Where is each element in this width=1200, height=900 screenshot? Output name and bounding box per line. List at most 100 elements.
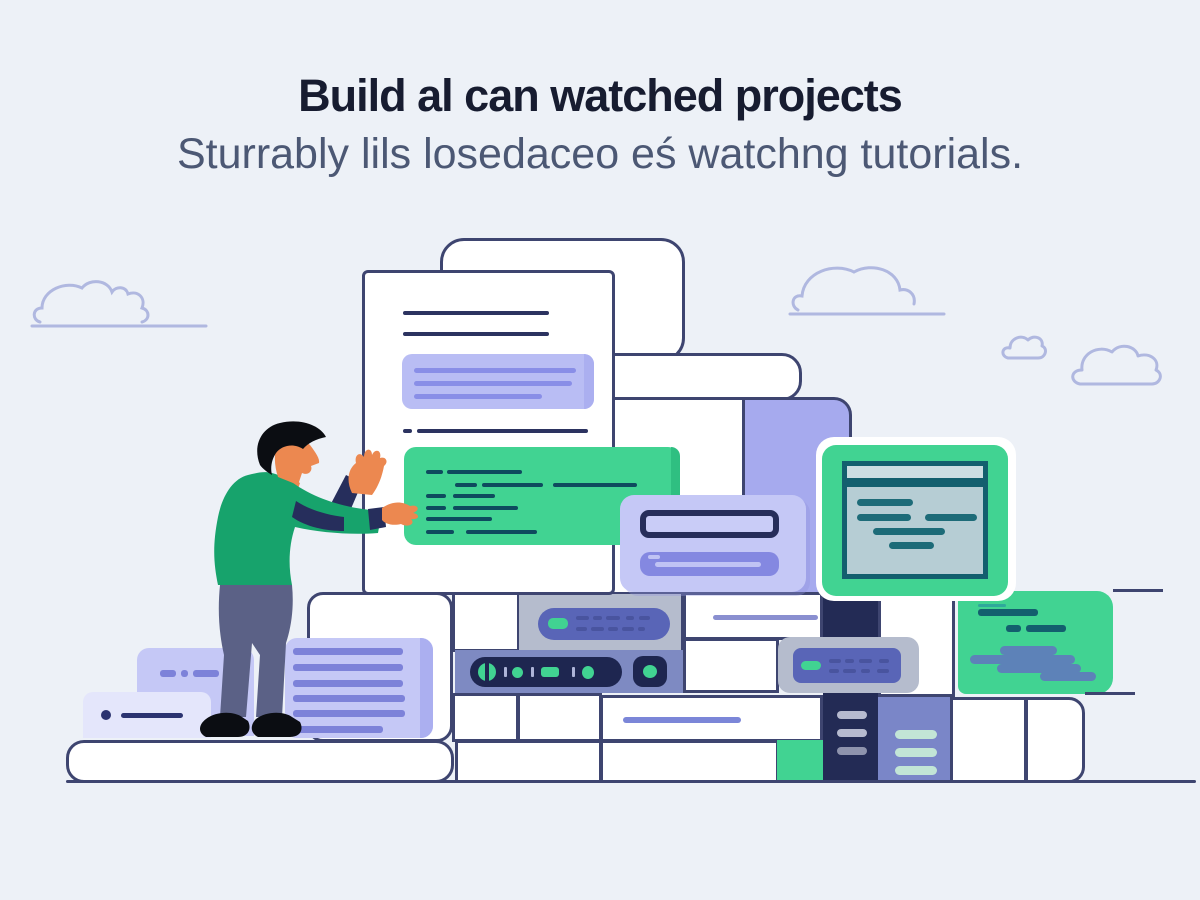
form-input bbox=[640, 510, 779, 538]
list-line bbox=[293, 695, 405, 702]
code-line bbox=[1006, 625, 1021, 632]
readout-mark bbox=[861, 669, 870, 673]
doc-dash bbox=[403, 429, 412, 433]
text-pill bbox=[997, 664, 1081, 673]
screen-line bbox=[889, 542, 934, 549]
dash-line bbox=[160, 670, 176, 677]
person-cuff bbox=[368, 507, 386, 530]
panel-screen bbox=[793, 648, 901, 683]
text-line bbox=[623, 717, 741, 723]
list-line bbox=[293, 664, 403, 671]
stack-cell bbox=[452, 592, 520, 652]
bar-highlight bbox=[648, 555, 660, 559]
stack-cell bbox=[1025, 697, 1085, 783]
dash-line bbox=[193, 670, 219, 677]
dash-line bbox=[181, 670, 188, 677]
cloud-far-right-icon bbox=[1071, 344, 1162, 386]
stack-cell bbox=[950, 697, 1027, 783]
text-pill bbox=[1000, 646, 1057, 655]
readout-mark bbox=[606, 616, 620, 620]
code-line bbox=[426, 517, 492, 521]
cloud-right-icon bbox=[788, 266, 946, 316]
code-dash bbox=[426, 530, 454, 534]
progress-pill bbox=[541, 667, 559, 677]
code-line bbox=[978, 609, 1038, 616]
code-line bbox=[1026, 625, 1066, 632]
stack-cell bbox=[517, 693, 602, 742]
readout-mark bbox=[879, 659, 889, 663]
doc-title-line bbox=[403, 332, 549, 336]
stack-cell bbox=[600, 740, 779, 783]
readout-mark bbox=[845, 659, 854, 663]
stop-dot-icon bbox=[643, 665, 657, 678]
control-panel-right bbox=[778, 637, 919, 693]
column-pill bbox=[837, 747, 867, 755]
card-fold bbox=[420, 638, 433, 738]
text-line bbox=[713, 615, 818, 620]
code-line bbox=[466, 530, 537, 534]
stack-cell bbox=[455, 740, 602, 783]
readout-mark bbox=[576, 627, 587, 631]
screen-line bbox=[857, 514, 911, 521]
person-shoe-right bbox=[251, 712, 302, 737]
person-front-hand bbox=[382, 502, 419, 526]
doc-highlight-block bbox=[402, 354, 594, 409]
divider-tick bbox=[572, 667, 575, 677]
screen-line bbox=[857, 499, 913, 506]
cloud-left-icon bbox=[30, 280, 208, 328]
media-player-bar bbox=[470, 657, 622, 687]
readout-mark bbox=[843, 669, 856, 673]
code-line bbox=[447, 470, 522, 474]
play-dot-icon bbox=[512, 667, 523, 678]
purple-column bbox=[878, 697, 950, 783]
control-panel bbox=[517, 592, 683, 652]
divider-tick bbox=[531, 667, 534, 677]
bar-line bbox=[655, 562, 761, 567]
screen-toolbar bbox=[847, 478, 983, 487]
readout-mark bbox=[591, 627, 604, 631]
monitor-card bbox=[822, 445, 1008, 596]
person-shoe-left bbox=[200, 712, 250, 737]
pause-icon bbox=[478, 662, 496, 682]
readout-mark bbox=[626, 616, 634, 620]
divider-tick bbox=[504, 667, 507, 677]
person-torso bbox=[214, 472, 382, 585]
ledge-line bbox=[1113, 589, 1163, 592]
indicator-pill bbox=[801, 661, 821, 670]
readout-mark bbox=[859, 659, 872, 663]
readout-mark bbox=[877, 669, 889, 673]
screen-header bbox=[847, 466, 983, 478]
readout-mark bbox=[576, 616, 589, 620]
code-dash bbox=[426, 494, 446, 498]
bullet-line bbox=[121, 713, 183, 718]
highlight-line bbox=[414, 368, 576, 373]
media-player-row bbox=[455, 650, 683, 693]
base-platform bbox=[66, 740, 454, 783]
text-pill bbox=[1040, 672, 1096, 681]
column-pill bbox=[895, 748, 937, 757]
readout-mark bbox=[639, 616, 650, 620]
light-lavender-card bbox=[83, 692, 211, 738]
column-pill bbox=[895, 766, 937, 775]
monitor-screen bbox=[842, 461, 988, 579]
list-line bbox=[293, 680, 403, 687]
list-line bbox=[293, 726, 383, 733]
stack-cell bbox=[452, 693, 519, 742]
readout-mark bbox=[829, 659, 841, 663]
person bbox=[200, 421, 419, 737]
lavender-list-card bbox=[285, 638, 433, 738]
indicator-pill bbox=[548, 618, 568, 629]
highlight-line bbox=[414, 381, 572, 386]
doc-line bbox=[417, 429, 588, 433]
highlight-line bbox=[414, 394, 542, 399]
column-pill bbox=[837, 711, 867, 719]
ground-line bbox=[66, 780, 1196, 783]
panel-screen bbox=[538, 608, 670, 640]
column-pill bbox=[895, 730, 937, 739]
column-pill bbox=[837, 729, 867, 737]
stack-card bbox=[600, 695, 823, 742]
form-card bbox=[620, 495, 806, 592]
form-button-bar bbox=[640, 552, 779, 576]
